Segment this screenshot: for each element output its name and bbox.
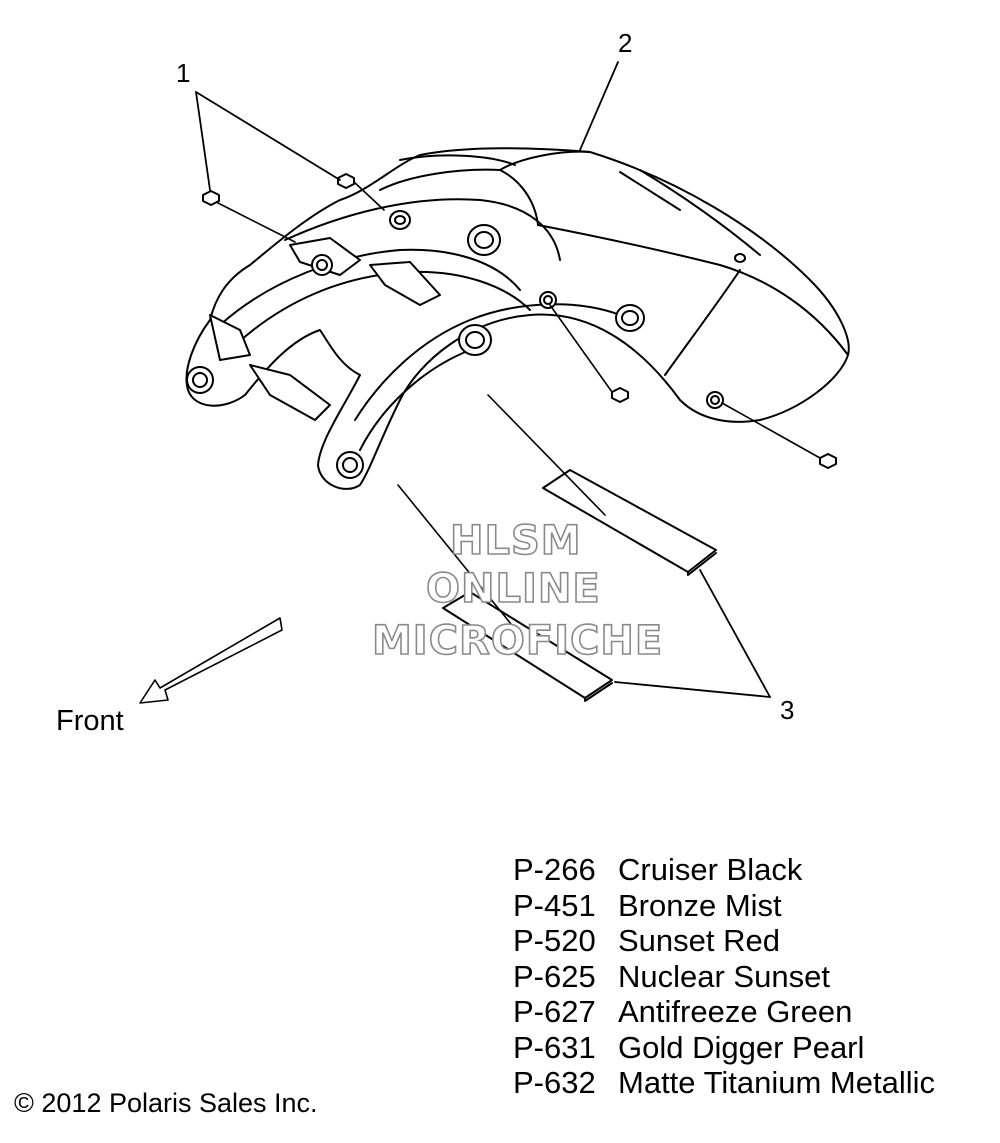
- callout-1: 1: [176, 58, 191, 88]
- list-item: P-631 Gold Digger Pearl: [513, 1030, 935, 1066]
- paint-name: Antifreeze Green: [618, 994, 853, 1029]
- list-item: P-627 Antifreeze Green: [513, 994, 935, 1030]
- paint-code: P-520: [513, 923, 596, 958]
- paint-name: Bronze Mist: [618, 887, 782, 923]
- front-label: Front: [56, 705, 124, 737]
- fastener-nuts: [202, 173, 837, 469]
- watermark-line-1: HLSM: [449, 517, 582, 565]
- paint-code: P-451: [513, 887, 596, 923]
- list-item: P-266 Cruiser Black: [513, 852, 935, 888]
- paint-code: P-266: [513, 852, 596, 887]
- callout-3: 3: [780, 695, 795, 725]
- list-item: P-520 Sunset Red: [513, 923, 935, 959]
- grommet-holes: [186, 210, 746, 479]
- paint-name: Cruiser Black: [618, 852, 803, 887]
- paint-name: Matte Titanium Metallic: [618, 1065, 935, 1100]
- paint-code: P-627: [513, 994, 596, 1029]
- list-item: P-632 Matte Titanium Metallic: [513, 1065, 935, 1101]
- fender-pad-lower: [442, 591, 613, 699]
- watermark-line-2: ONLINE: [425, 565, 601, 613]
- paint-name: Gold Digger Pearl: [618, 1029, 865, 1065]
- paint-name: Sunset Red: [618, 923, 780, 958]
- watermark-line-3: MICROFICHE: [371, 617, 664, 665]
- rear-fender-body: [185, 147, 850, 490]
- list-item: P-451 Bronze Mist: [513, 888, 935, 924]
- list-item: P-625 Nuclear Sunset: [513, 959, 935, 995]
- paint-code: P-631: [513, 1029, 596, 1065]
- paint-code: P-625: [513, 958, 596, 994]
- callout-2: 2: [618, 28, 633, 58]
- front-direction-arrow: [139, 617, 283, 704]
- paint-code: P-632: [513, 1065, 596, 1100]
- copyright-notice: © 2012 Polaris Sales Inc.: [14, 1088, 318, 1118]
- paint-code-list: P-266 Cruiser Black P-451 Bronze Mist P-…: [513, 852, 935, 1101]
- paint-name: Nuclear Sunset: [618, 958, 830, 994]
